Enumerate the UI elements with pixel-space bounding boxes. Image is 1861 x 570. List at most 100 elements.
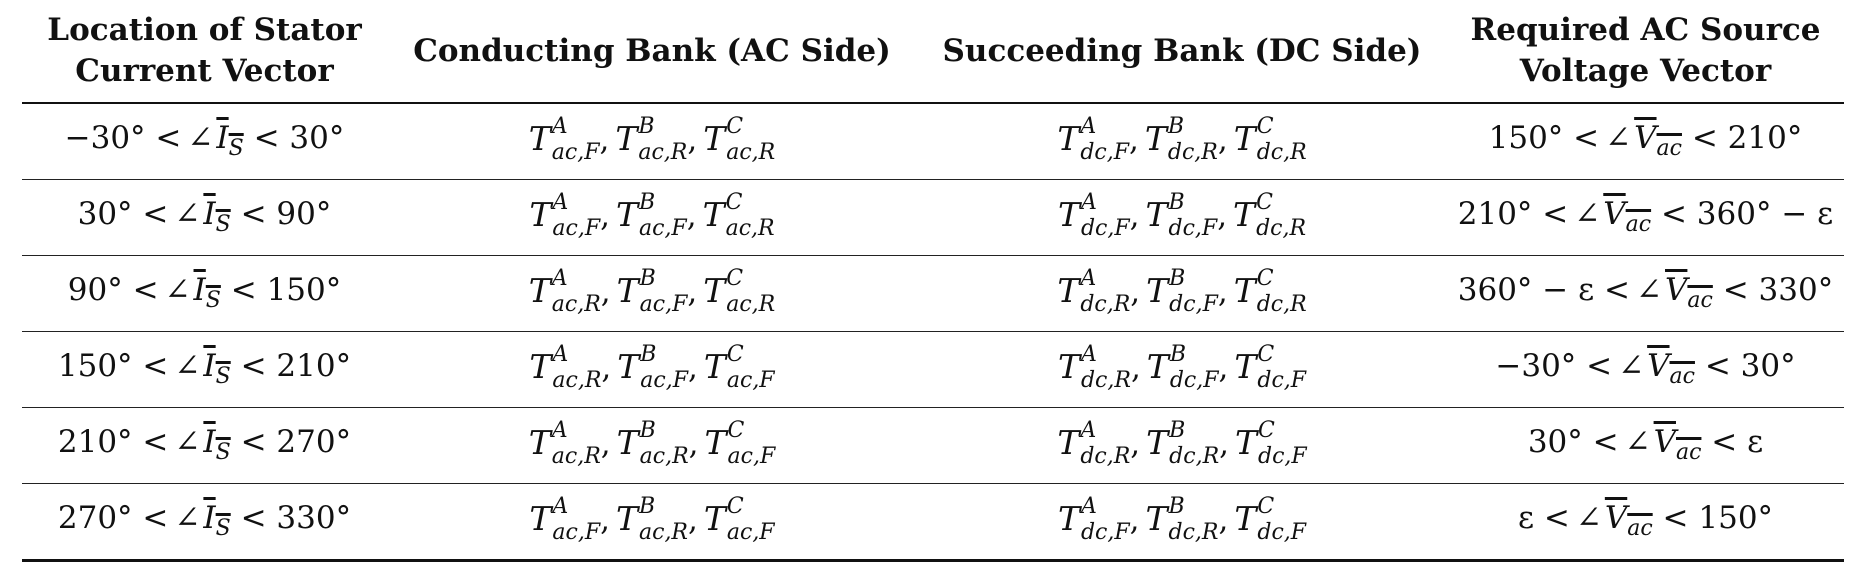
bank-subscript: ac,F (639, 291, 688, 317)
phase-superscript: C (1257, 493, 1275, 519)
vector-subscript: ac (1687, 288, 1713, 314)
range-high: 210° (1727, 119, 1803, 156)
term-separator: , (1219, 426, 1229, 462)
thyristor-symbol: T (1145, 195, 1168, 234)
thyristor-symbol: T (704, 423, 727, 462)
phase-superscript: B (1169, 265, 1186, 291)
term-separator: , (1217, 122, 1228, 158)
header-line: Conducting Bank (AC Side) (413, 32, 891, 69)
phase-superscript: B (639, 265, 656, 291)
less-than-sign: < (142, 347, 169, 384)
vector-subscript: S (215, 364, 231, 390)
phase-superscript: A (552, 341, 569, 367)
phase-superscript: B (640, 341, 657, 367)
ac-voltage-range: 150° <∠Vac < 210° (1447, 119, 1844, 162)
bank-subscript: ac,F (552, 519, 601, 545)
less-than-sign: < (142, 499, 169, 536)
vector-overline: Vac (1665, 272, 1713, 311)
range-high: 90° (276, 195, 332, 232)
range-high: ε (1747, 423, 1764, 460)
less-than-sign: < (1543, 499, 1570, 536)
phase-superscript: B (1169, 417, 1186, 443)
term-separator: , (1218, 502, 1229, 538)
range-low: 150° (1488, 119, 1564, 156)
phase-superscript: C (727, 417, 745, 443)
phase-superscript: C (1256, 265, 1274, 291)
term-separator: , (1130, 350, 1141, 386)
term-separator: , (687, 122, 698, 158)
vector-subscript: ac (1656, 136, 1682, 162)
range-low: −30° (64, 119, 146, 156)
vector-overline: IS (216, 120, 243, 159)
vector-subscript: S (205, 288, 221, 314)
phase-superscript: A (1080, 493, 1097, 519)
less-than-sign: < (155, 119, 182, 156)
phase-superscript: B (639, 417, 656, 443)
term-separator: , (1129, 122, 1139, 158)
term-separator: , (1130, 274, 1141, 310)
phase-superscript: B (639, 189, 656, 215)
range-low: 90° (67, 271, 123, 308)
thyristor-symbol: T (1057, 195, 1080, 234)
range-low: 210° (1457, 195, 1533, 232)
less-than-sign: < (1704, 347, 1731, 384)
less-than-sign: < (1722, 271, 1749, 308)
bank-subscript: ac,R (551, 443, 601, 469)
less-than-sign: < (1592, 423, 1619, 460)
phase-superscript: C (726, 341, 744, 367)
header-line: Required AC Source (1470, 12, 1821, 48)
vector-symbol: V (1634, 119, 1657, 156)
less-than-sign: < (240, 195, 267, 232)
ac-voltage-range: ε <∠Vac < 150° (1447, 499, 1844, 540)
vector-symbol: V (1647, 347, 1670, 384)
thyristor-symbol: T (1234, 499, 1257, 538)
term-separator: , (688, 350, 698, 386)
less-than-sign: < (230, 271, 257, 308)
bank-subscript: dc,R (1169, 443, 1220, 469)
vector-overline: IS (203, 196, 230, 235)
less-than-sign: < (240, 347, 267, 384)
bank-subscript: dc,F (1080, 519, 1130, 545)
angle-symbol: ∠ (174, 499, 201, 536)
phase-superscript: B (1168, 189, 1185, 215)
header-line: Voltage Vector (1519, 53, 1772, 89)
bank-subscript: dc,R (1080, 291, 1131, 317)
thyristor-symbol: T (703, 119, 726, 158)
vector-symbol: V (1604, 499, 1628, 536)
angle-symbol: ∠ (1574, 195, 1601, 232)
bank-subscript: dc,R (1080, 443, 1131, 469)
bank-subscript: dc,F (1258, 443, 1307, 469)
angle-symbol: ∠ (1636, 271, 1663, 308)
less-than-sign: < (142, 195, 169, 232)
header-line: Succeeding Bank (DC Side) (942, 32, 1422, 69)
